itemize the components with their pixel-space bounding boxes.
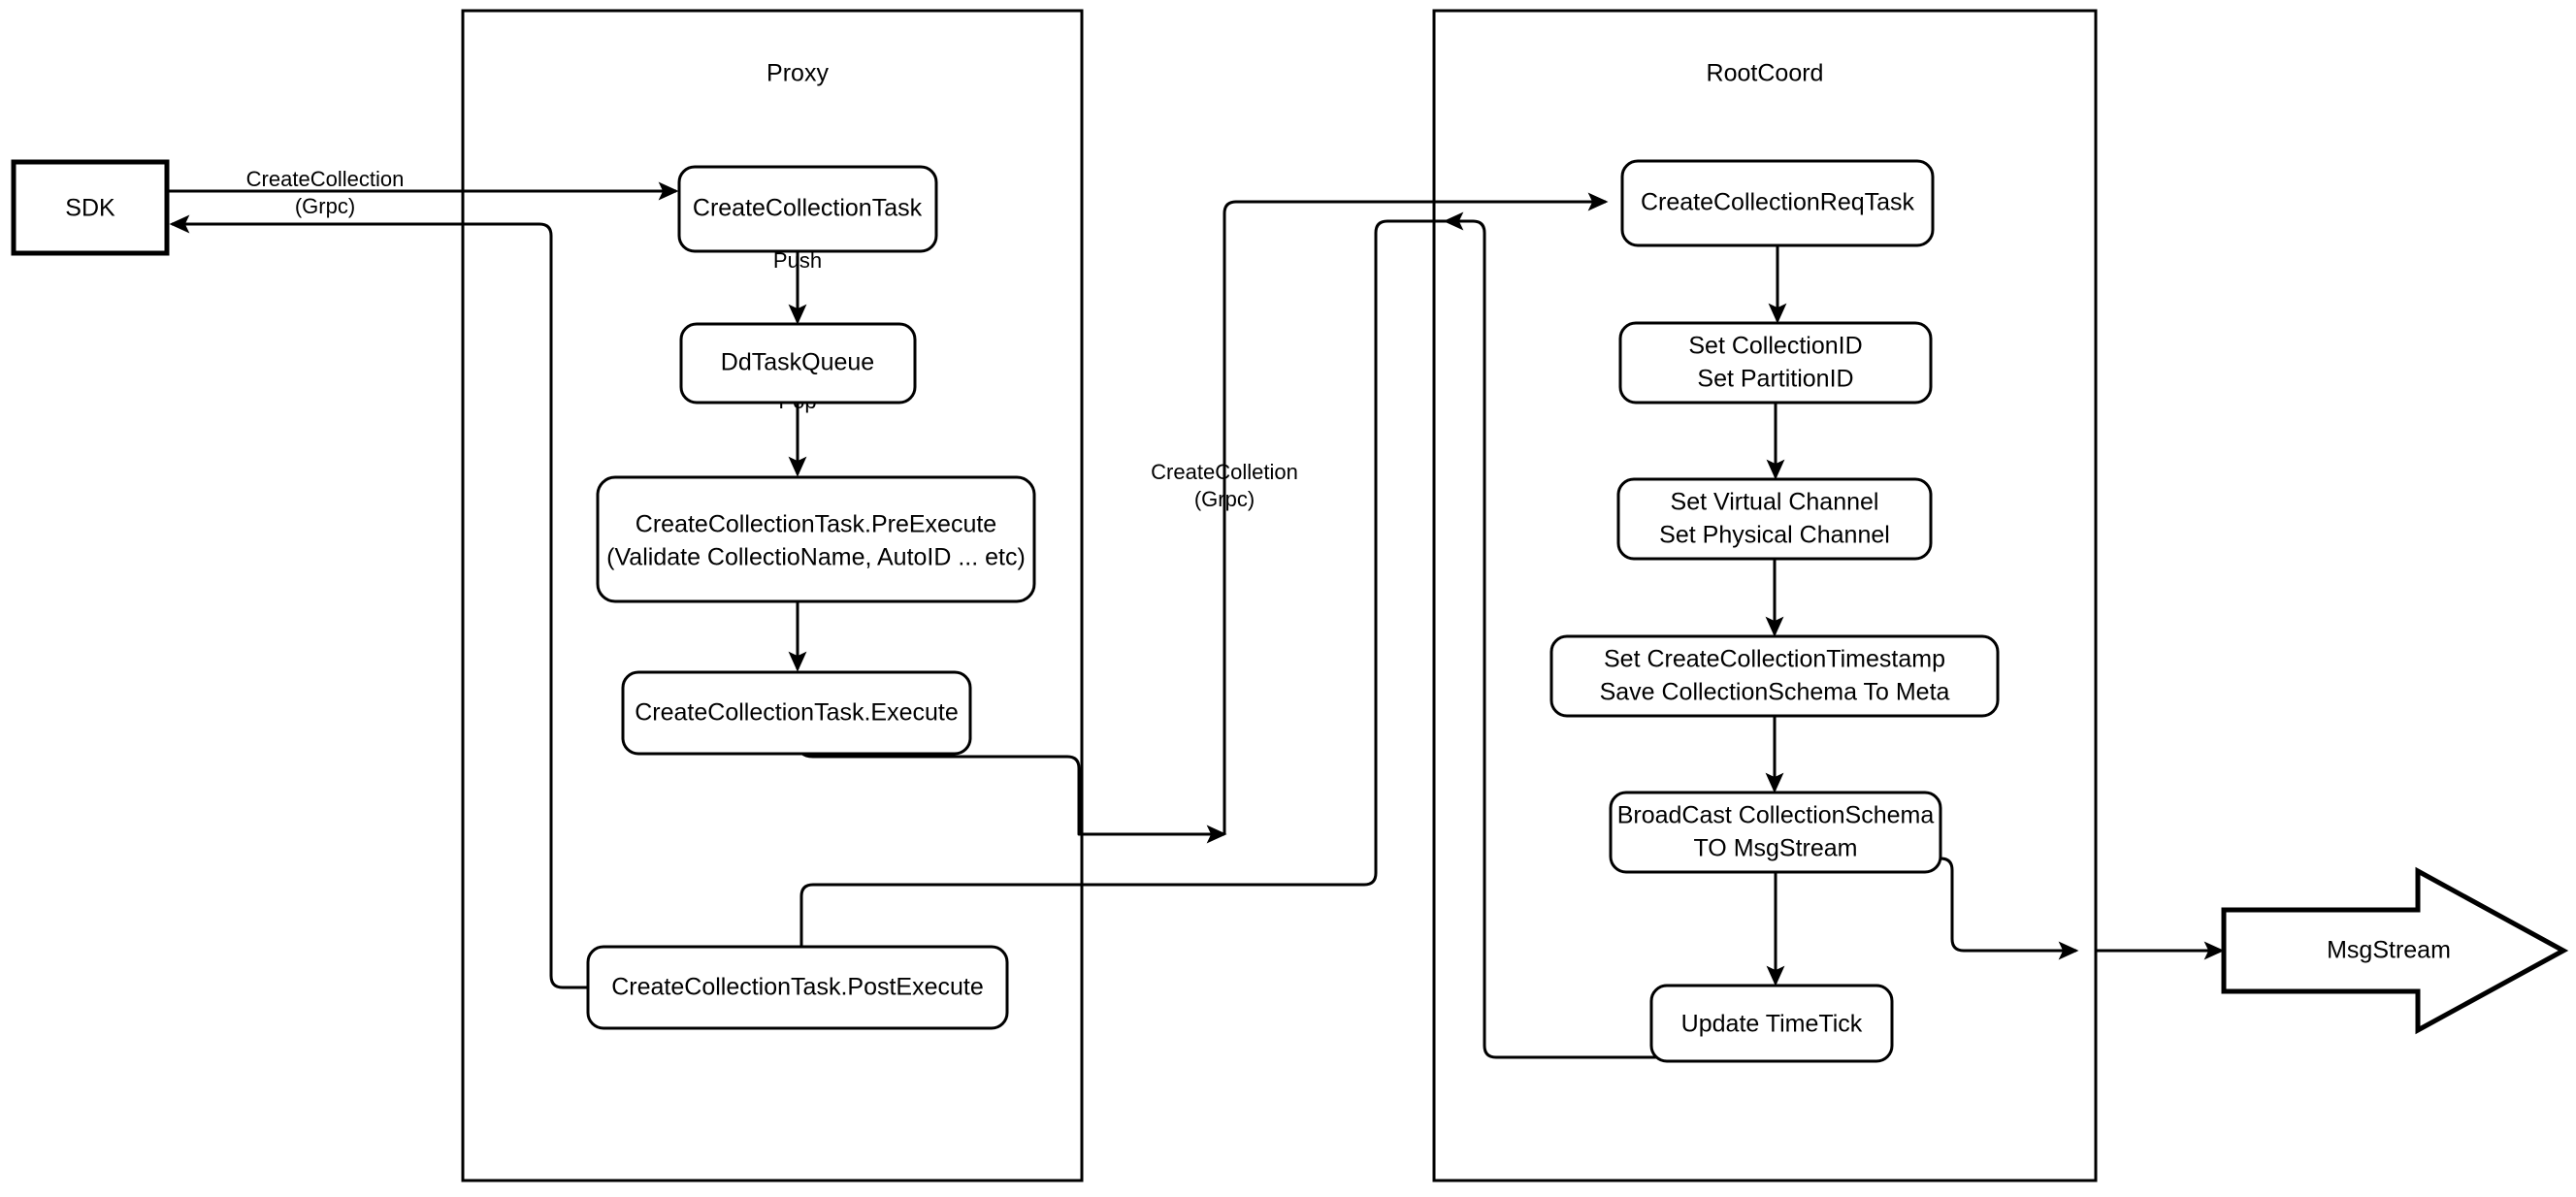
node-update-timetick[interactable]: Update TimeTick [1649,984,1894,1063]
edge-rootcoord-return-to-postexecute [792,219,1486,985]
node-set-channel-label-line2: Set Physical Channel [1659,522,1890,549]
node-pre-execute-label-line1: CreateCollectionTask.PreExecute [636,511,996,538]
edge-label-sdk-line1: CreateCollection [246,167,405,191]
container-proxy-label: Proxy [766,60,829,87]
node-execute-label: CreateCollectionTask.Execute [635,699,959,727]
node-set-meta-label-line2: Save CollectionSchema To Meta [1600,679,1950,706]
node-set-ids[interactable]: Set CollectionID Set PartitionID [1618,321,1933,404]
node-set-meta-label-line1: Set CreateCollectionTimestamp [1604,646,1945,673]
node-broadcast-label-line1: BroadCast CollectionSchema [1617,802,1935,829]
node-update-timetick-label: Update TimeTick [1681,1011,1863,1038]
node-pre-execute[interactable]: CreateCollectionTask.PreExecute (Validat… [596,475,1036,603]
node-set-channel[interactable]: Set Virtual Channel Set Physical Channel [1616,477,1933,561]
node-pre-execute-label-line2: (Validate CollectioName, AutoID ... etc) [606,544,1026,571]
node-req-task-label: CreateCollectionReqTask [1641,189,1915,216]
node-broadcast[interactable]: BroadCast CollectionSchema TO MsgStream [1609,791,1942,874]
node-post-execute[interactable]: CreateCollectionTask.PostExecute [586,945,1009,1030]
edge-postexecute-to-sdk [169,214,590,989]
node-msgstream-label: MsgStream [2327,937,2451,964]
node-set-channel-label-line1: Set Virtual Channel [1671,489,1879,516]
edge-broadcast-to-boundary [1940,857,2079,960]
node-execute[interactable]: CreateCollectionTask.Execute [621,670,972,756]
node-set-ids-label-line1: Set CollectionID [1688,333,1862,360]
edge-label-proxy-to-root-line2: (Grpc) [1194,487,1255,511]
node-create-collection-task-label: CreateCollectionTask [693,195,923,222]
node-create-collection-task[interactable]: CreateCollectionTask [677,165,938,253]
node-sdk[interactable]: SDK [11,159,170,256]
node-msgstream[interactable]: MsgStream [2221,866,2569,1035]
node-dd-task-queue-label: DdTaskQueue [721,349,874,376]
node-dd-task-queue[interactable]: DdTaskQueue [679,322,917,404]
container-rootcoord-label: RootCoord [1707,60,1824,87]
edge-grpc-riser [1223,200,1446,834]
node-broadcast-label-line2: TO MsgStream [1693,835,1857,862]
node-req-task[interactable]: CreateCollectionReqTask [1620,159,1935,247]
edge-label-proxy-to-root-line1: CreateColletion [1151,460,1298,484]
node-sdk-label: SDK [65,195,115,222]
node-set-ids-label-line2: Set PartitionID [1697,366,1853,393]
edge-label-sdk-line2: (Grpc) [295,194,355,218]
node-set-meta[interactable]: Set CreateCollectionTimestamp Save Colle… [1549,634,2000,718]
node-post-execute-label: CreateCollectionTask.PostExecute [611,974,984,1001]
edge-return-lowerbus [1483,883,1657,1059]
